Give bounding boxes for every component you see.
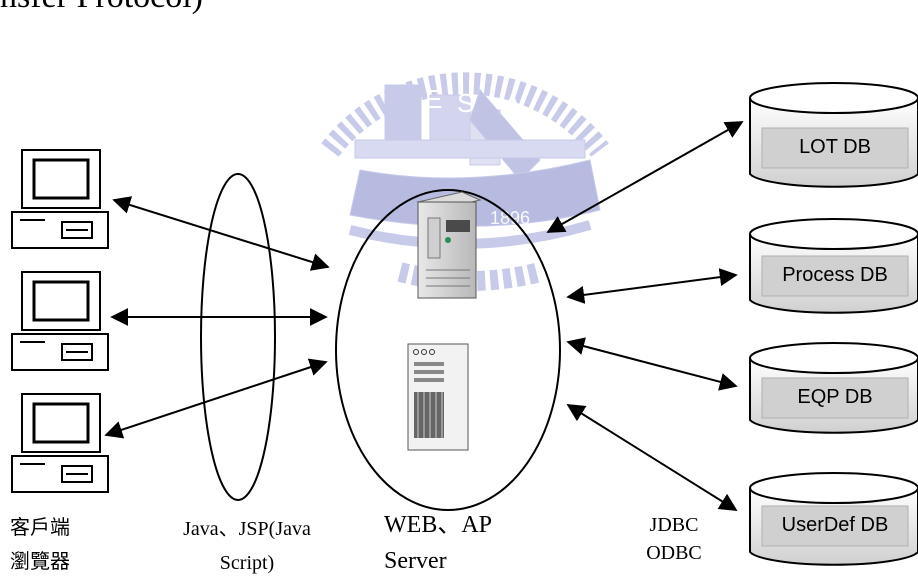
server-caption-line2: Server bbox=[384, 548, 447, 574]
protocol-caption-line2: Script) bbox=[219, 552, 275, 574]
protocol-ellipse bbox=[200, 173, 276, 501]
db-cylinder-process bbox=[749, 218, 918, 314]
ap-server-icon bbox=[407, 343, 469, 451]
db-protocol-caption-line2: ODBC bbox=[646, 542, 702, 564]
watermark-letter-a: A bbox=[505, 90, 520, 115]
clients-caption-line2: 瀏覽器 bbox=[10, 549, 70, 573]
arrow-server-eqpdb bbox=[566, 337, 738, 391]
db-cylinder-lot bbox=[749, 82, 918, 188]
db-label-userdef: UserDef DB bbox=[781, 514, 889, 536]
clients-caption-line1: 客戶端 bbox=[10, 515, 70, 539]
arrow-client1-server bbox=[112, 196, 330, 271]
watermark-letter-s: S bbox=[457, 88, 474, 118]
arrow-client3-server bbox=[104, 358, 328, 439]
watermark-letter-e: E bbox=[425, 84, 442, 114]
arrow-server-lotdb bbox=[546, 121, 744, 233]
db-cylinder-userdef bbox=[749, 472, 918, 566]
client-computer-1 bbox=[11, 149, 109, 249]
server-ellipse bbox=[335, 189, 561, 511]
client-computer-3 bbox=[11, 393, 109, 493]
db-label-eqp: EQP DB bbox=[797, 386, 873, 408]
db-cylinder-eqp bbox=[749, 342, 918, 434]
top-title-fragment: nsfer Protocol) bbox=[0, 0, 203, 16]
arrow-server-processdb bbox=[566, 268, 738, 304]
db-protocol-caption-line1: JDBC bbox=[649, 514, 699, 536]
db-label-process: Process DB bbox=[782, 264, 888, 286]
db-label-lot: LOT DB bbox=[799, 136, 871, 158]
web-server-icon bbox=[416, 191, 482, 299]
client-computer-2 bbox=[11, 271, 109, 371]
server-caption-line1: WEB、AP bbox=[384, 512, 492, 538]
protocol-caption-line1: Java、JSP(Java bbox=[183, 518, 311, 540]
arrow-server-userdefdb bbox=[566, 404, 738, 511]
